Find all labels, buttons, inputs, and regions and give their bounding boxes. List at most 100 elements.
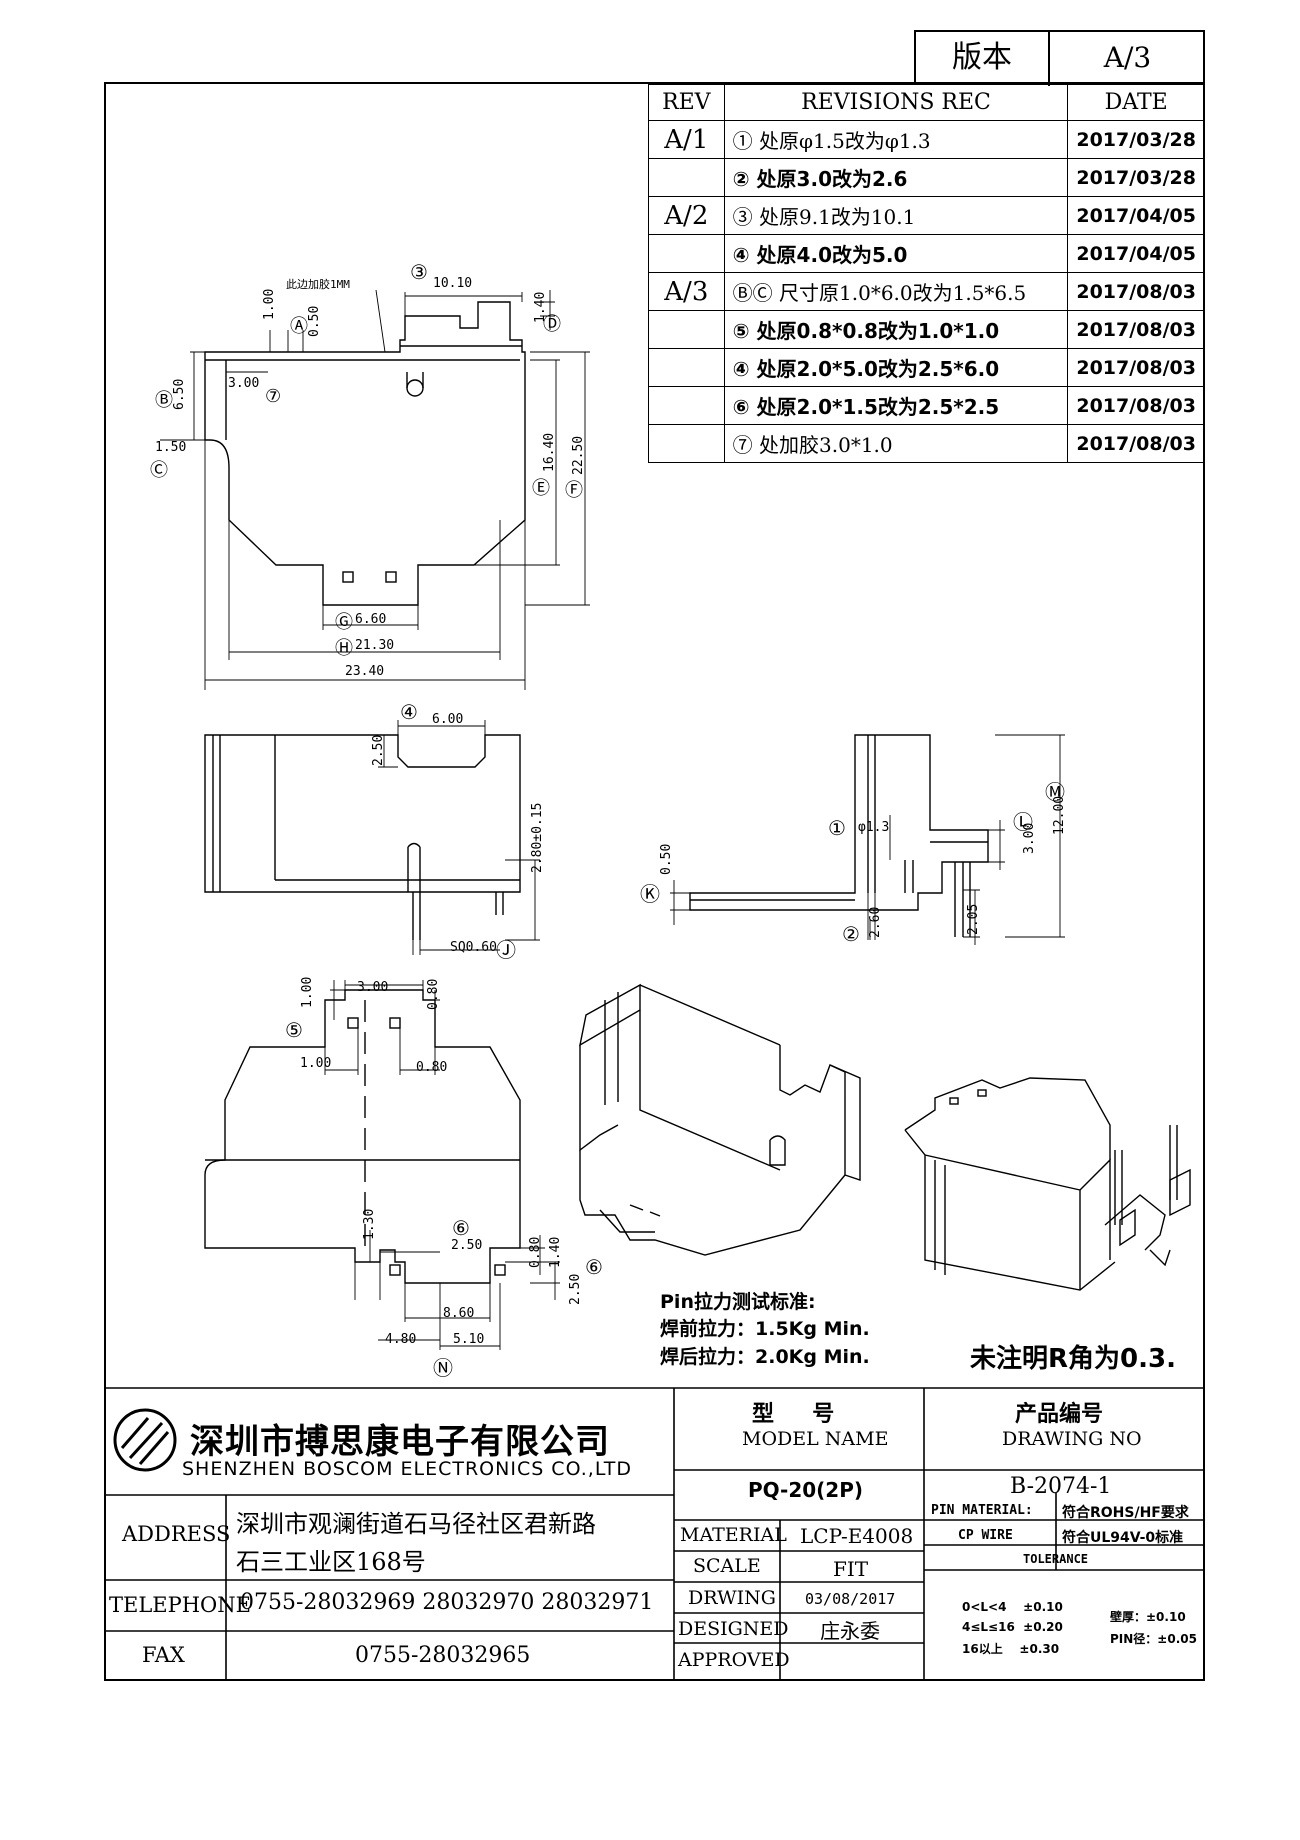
model-value: PQ-20(2P) bbox=[748, 1478, 864, 1502]
revision-date: 2017/08/03 bbox=[1067, 386, 1205, 425]
dim-2-50-bottom-a: 2.50 bbox=[451, 1238, 483, 1253]
revision-rev: A/1 bbox=[648, 120, 725, 159]
callout-4: ④ bbox=[400, 700, 418, 724]
company-logo bbox=[113, 1408, 177, 1472]
revision-rev: A/2 bbox=[648, 196, 725, 235]
callout-L: Ⓛ bbox=[1013, 810, 1033, 834]
dim-12-00: 12.00 bbox=[1052, 795, 1067, 835]
dim-1-50: 1.50 bbox=[155, 440, 187, 455]
tolerance-title: TOLERANCE bbox=[1023, 1552, 1089, 1566]
pin-test-before: 焊前拉力：1.5Kg Min. bbox=[660, 1318, 870, 1340]
dim-21-30: 21.30 bbox=[355, 638, 395, 653]
revision-date: 2017/08/03 bbox=[1067, 272, 1205, 311]
dim-6-50: 6.50 bbox=[172, 378, 187, 410]
pin-material-value2: 符合UL94V-0标准 bbox=[1062, 1530, 1184, 1546]
scale-value: FIT bbox=[833, 1557, 869, 1581]
version-label: 版本 bbox=[916, 32, 1050, 86]
dim-0-50-side: 0.50 bbox=[659, 843, 674, 875]
drawing-no-label-cn: 产品编号 bbox=[1015, 1402, 1104, 1427]
rev-header: REV bbox=[648, 84, 725, 121]
dim-0-80-bottom-c: 0.80 bbox=[528, 1236, 543, 1268]
callout-B: Ⓑ bbox=[155, 390, 173, 411]
dim-3-00-side: 3.00 bbox=[1022, 822, 1037, 854]
date-header: DATE bbox=[1067, 84, 1205, 121]
front-view-outline bbox=[204, 734, 521, 940]
revision-rec: ③ 处原9.1改为10.1 bbox=[723, 196, 1069, 235]
callout-F: Ⓕ bbox=[565, 480, 583, 501]
revision-rev bbox=[648, 424, 725, 463]
callout-7: ⑦ bbox=[265, 386, 282, 407]
telephone: 0755-28032969 28032970 28032971 bbox=[240, 1590, 654, 1615]
front-view-dimensions bbox=[378, 720, 540, 955]
dim-2-80: 2.80±0.15 bbox=[530, 802, 545, 873]
callout-H: Ⓗ bbox=[335, 638, 353, 659]
side-view-dimensions bbox=[670, 734, 1065, 945]
isometric-right-view bbox=[904, 1077, 1191, 1291]
scale-label: SCALE bbox=[693, 1555, 761, 1577]
pin-test-title: Pin拉力测试标准: bbox=[660, 1291, 816, 1313]
revision-date: 2017/04/05 bbox=[1067, 234, 1205, 273]
revision-date: 2017/03/28 bbox=[1067, 120, 1205, 159]
designed-value: 庄永委 bbox=[820, 1619, 880, 1643]
revision-date: 2017/03/28 bbox=[1067, 158, 1205, 197]
drawing-date-label: DRWING bbox=[688, 1587, 776, 1609]
company-name-en: SHENZHEN BOSCOM ELECTRONICS CO.,LTD bbox=[182, 1458, 633, 1480]
dim-6-60: 6.60 bbox=[355, 612, 387, 627]
dim-phi: φ1.3 bbox=[858, 820, 890, 835]
rec-header: REVISIONS REC bbox=[723, 84, 1069, 121]
callout-G: Ⓖ bbox=[335, 612, 353, 633]
revisions-header: REV REVISIONS REC DATE bbox=[648, 84, 1205, 121]
revision-date: 2017/08/03 bbox=[1067, 310, 1205, 349]
tolerance-pin: PIN径：±0.05 bbox=[1110, 1632, 1197, 1646]
dim-3-00-bottom: 3.00 bbox=[357, 980, 389, 995]
glue-note: 此边加胶1MM bbox=[286, 278, 350, 291]
dim-0-50: 0.50 bbox=[307, 305, 322, 337]
dim-23-40: 23.40 bbox=[345, 664, 385, 679]
dim-1-40-bottom: 1.40 bbox=[548, 1236, 563, 1268]
top-view-dimensions bbox=[160, 289, 590, 690]
dim-0-80-bottom-b: 0.80 bbox=[416, 1060, 448, 1075]
revision-rev bbox=[648, 348, 725, 387]
callout-6b: ⑥ bbox=[585, 1255, 603, 1279]
dim-5-10: 5.10 bbox=[453, 1332, 485, 1347]
callout-6a: ⑥ bbox=[452, 1216, 470, 1240]
dim-22-50: 22.50 bbox=[571, 435, 586, 475]
callout-E: Ⓔ bbox=[532, 478, 550, 499]
dim-16-40: 16.40 bbox=[542, 432, 557, 472]
dim-3-00: 3.00 bbox=[228, 376, 260, 391]
callout-A: Ⓐ bbox=[290, 316, 308, 337]
dim-1-00: 1.00 bbox=[262, 288, 277, 320]
drawing-no-value: B-2074-1 bbox=[1010, 1474, 1112, 1499]
top-view-outline bbox=[204, 301, 526, 606]
telephone-label: TELEPHONE bbox=[109, 1593, 251, 1617]
material-value: LCP-E4008 bbox=[800, 1524, 914, 1548]
radius-note: 未注明R角为0.3. bbox=[970, 1344, 1176, 1374]
dim-4-80: 4.80 bbox=[385, 1332, 417, 1347]
drawing-no-label-en: DRAWING NO bbox=[1002, 1428, 1142, 1450]
callout-M: Ⓜ bbox=[1045, 780, 1065, 804]
revision-rec: ⒷⒸ 尺寸原1.0*6.0改为1.5*6.5 bbox=[723, 272, 1069, 311]
version-box: 版本 A/3 bbox=[914, 30, 1205, 86]
tolerance-row: 0<L<4 ±0.10 bbox=[962, 1600, 1063, 1614]
material-label: MATERIAL bbox=[680, 1524, 787, 1546]
callout-3: ③ bbox=[410, 260, 428, 284]
title-block-grid bbox=[104, 1387, 1205, 1681]
dim-2-60: 2.60 bbox=[868, 906, 883, 938]
dim-2-05: 2.05 bbox=[966, 903, 981, 935]
pin-material-label1: PIN MATERIAL: bbox=[931, 1503, 1033, 1518]
revision-date: 2017/08/03 bbox=[1067, 348, 1205, 387]
revision-date: 2017/04/05 bbox=[1067, 196, 1205, 235]
callout-N: Ⓝ bbox=[433, 1356, 453, 1380]
callout-5: ⑤ bbox=[285, 1018, 303, 1042]
dim-0-80-bottom-a: 0.80 bbox=[426, 978, 441, 1010]
address-line2: 石三工业区168号 bbox=[236, 1548, 426, 1576]
tolerance-row: 16以上 ±0.30 bbox=[962, 1642, 1060, 1656]
bottom-view-dimensions bbox=[324, 980, 560, 1350]
fax-label: FAX bbox=[142, 1643, 185, 1667]
approved-label: APPROVED bbox=[678, 1649, 790, 1671]
